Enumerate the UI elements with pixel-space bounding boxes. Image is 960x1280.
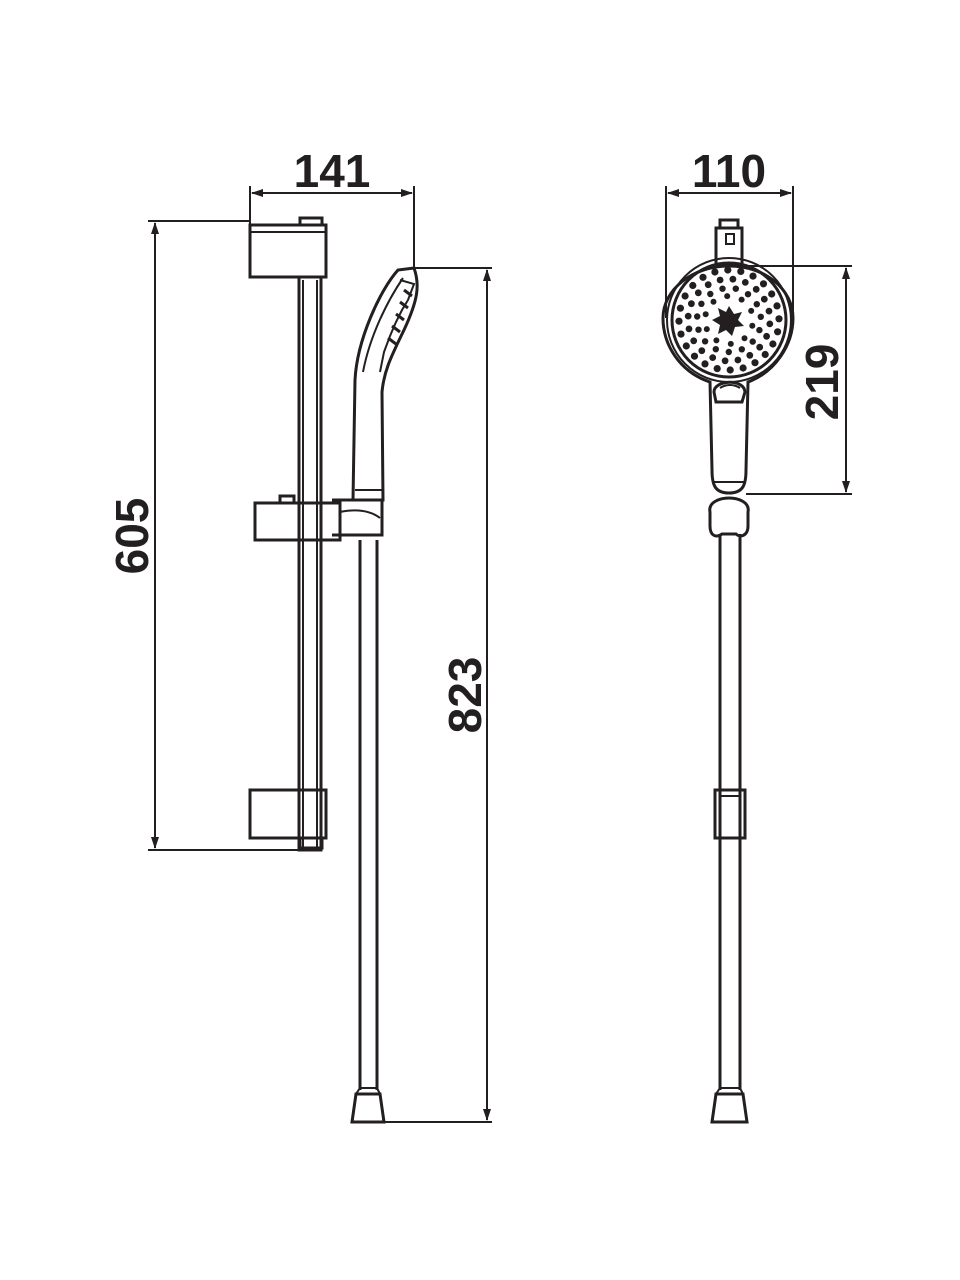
spray-nozzle [685,325,693,333]
spray-nozzle [738,346,745,353]
spray-nozzle [765,307,773,315]
spray-nozzle [707,290,714,298]
spray-nozzle [749,272,757,280]
spray-nozzle [682,342,690,350]
dimension-rail-length: 605 [106,220,300,851]
spray-nozzle [738,296,745,303]
spray-nozzle [737,267,745,275]
spray-nozzle [704,281,712,289]
dimension-head-height: 219 [742,265,852,495]
spray-nozzle [725,348,732,356]
spray-nozzle [729,275,737,283]
spray-nozzle [773,302,781,310]
spray-selector-button [712,380,747,404]
spray-nozzle [688,300,695,308]
spray-nozzle [734,356,742,364]
spray-nozzle [713,365,721,373]
shower-hose-side [350,540,386,1124]
spray-nozzle [751,359,759,367]
spray-nozzle [724,266,732,274]
spray-nozzle [741,335,748,342]
spray-nozzle [732,285,739,292]
spray-nozzle [766,320,774,328]
spray-nozzle [676,304,685,312]
spray-nozzle [739,364,747,372]
spray-nozzle [713,337,720,344]
spray-nozzle [753,301,760,308]
spray-nozzle [716,276,724,284]
slider-holder [253,494,384,542]
dimension-overall-height: 823 [384,267,492,1123]
spray-nozzle [759,280,768,288]
spray-nozzle [756,326,763,334]
spray-nozzle [760,295,768,303]
spray-nozzle [698,300,705,307]
spray-nozzle [690,337,698,345]
spray-nozzle [761,350,769,359]
spray-nozzle [774,328,782,336]
spray-nozzle [721,357,729,365]
spray-nozzle [703,326,710,333]
spray-nozzle [756,343,764,351]
dimension-label-141: 141 [294,145,371,197]
dimension-width-side: 141 [249,145,415,268]
dimension-label-823: 823 [439,657,491,734]
spray-nozzle [698,347,706,355]
spray-nozzle [712,346,719,353]
spray-nozzle [746,351,754,359]
spray-nozzle [719,285,726,292]
spray-nozzle [727,340,734,347]
spray-nozzles [675,266,783,374]
dimension-width-front: 110 [665,145,794,318]
spray-nozzle [741,279,749,286]
shower-hose-front [710,534,749,1124]
spray-nozzle [726,366,734,374]
slide-rail [297,275,323,852]
spray-nozzle [694,289,702,297]
spray-nozzle [752,285,760,293]
spray-nozzle [748,307,755,314]
spray-nozzle [677,330,685,338]
spray-nozzle [757,313,764,320]
dimension-label-219: 219 [796,344,848,421]
spray-nozzle [701,338,709,345]
spray-nozzle [694,313,701,320]
spray-nozzle [710,298,717,305]
hand-shower-side [351,266,419,502]
spray-nozzle [768,290,776,298]
center-spray-pattern [712,306,744,336]
top-wall-bracket [248,216,328,279]
side-view: 141 605 823 [106,145,492,1124]
spray-nozzle [702,311,709,318]
spray-nozzle [749,338,756,345]
spray-nozzle [699,273,707,281]
dimension-label-605: 605 [106,498,158,575]
spray-nozzle [744,291,752,298]
spray-nozzle [763,332,770,340]
spray-nozzle [769,340,777,348]
spray-nozzle [701,360,709,368]
bottom-wall-bracket [248,788,328,850]
spray-nozzle [690,352,699,360]
spray-nozzle [749,322,756,329]
spray-nozzle [675,317,683,325]
front-view: 110 219 [661,145,852,1124]
spray-nozzle [681,292,689,300]
spray-nozzle [684,312,692,320]
spray-nozzle [709,354,717,361]
spray-nozzle [775,315,783,323]
spray-nozzle [724,293,731,300]
shower-head-front [661,257,795,495]
spray-nozzle [711,268,719,276]
dimension-label-110: 110 [692,145,766,197]
holder-front [708,496,750,538]
spray-nozzle [695,326,702,333]
spray-nozzle [689,281,697,290]
